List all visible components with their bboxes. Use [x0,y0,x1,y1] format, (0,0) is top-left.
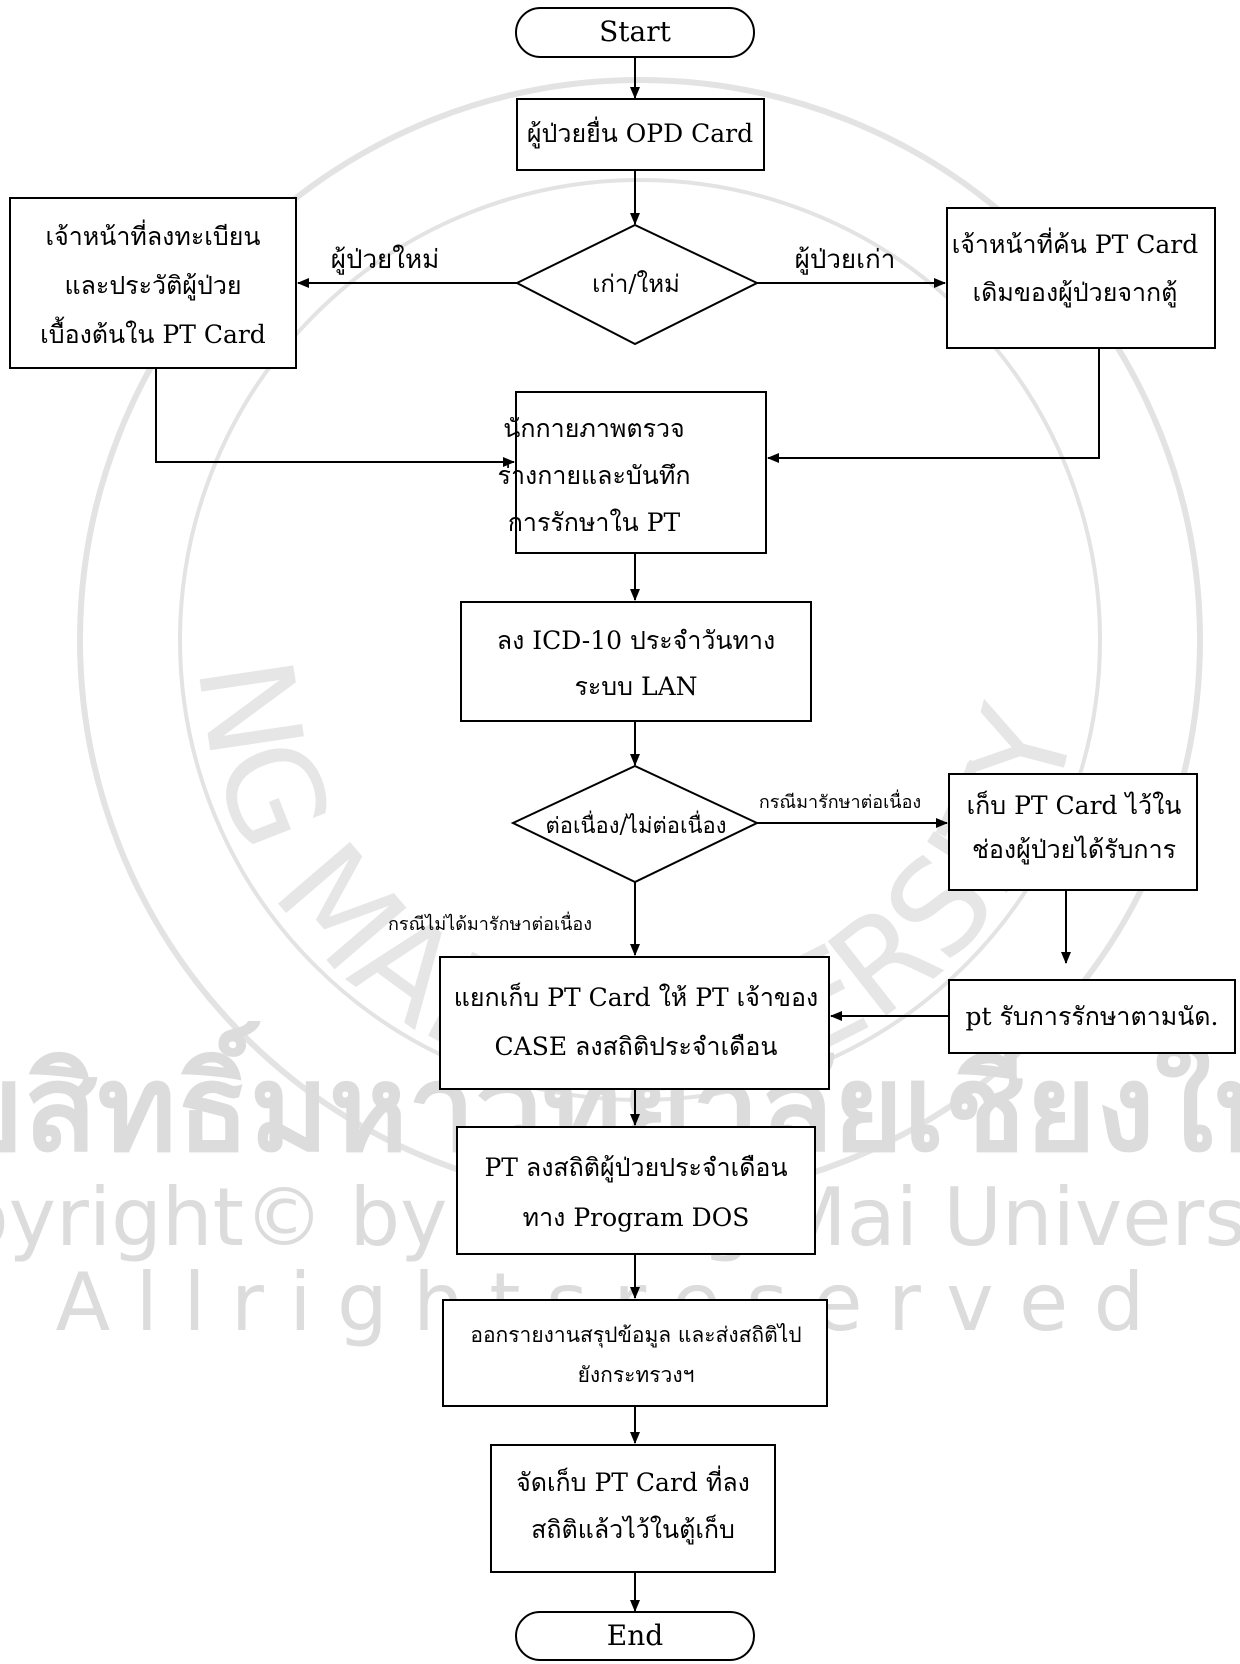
text-store-line-1: จัดเก็บ PT Card ที่ลง [516,1465,750,1497]
text-separate: แยกเก็บ PT Card ให้ PT เจ้าของ CASE ลงสถิ… [454,982,818,1061]
text-register-new-line-1: เจ้าหน้าที่ลงทะเบียน [46,219,261,251]
process-search-old [946,207,1216,349]
process-examine [515,391,767,554]
start-terminal [515,7,755,58]
text-register-new: เจ้าหน้าที่ลงทะเบียนและประวัติผู้ป่วยเบื… [40,219,266,349]
label-continuing: กรณีมารักษาต่อเนื่อง [759,789,921,813]
process-keep-card [948,773,1198,891]
end-label: End [607,1619,663,1652]
text-keep-card: เก็บ PT Card ไว้ในช่องผู้ป่วยได้รับการ [967,790,1182,865]
text-store-line-2: สถิติแล้วไว้ในตู้เก็บ [531,1514,735,1545]
decision-continue [510,764,760,884]
text-report: ออกรายงานสรุปข้อมูล และส่งสถิติไปยังกระท… [470,1323,801,1387]
text-separate-line-1: แยกเก็บ PT Card ให้ PT เจ้าของ [454,982,818,1012]
process-appointment [948,979,1236,1054]
text-monthly-stats-line-1: PT ลงสถิติผู้ป่วยประจำเดือน [484,1153,787,1183]
text-decision-old-new: เก่า/ใหม่ [592,270,680,298]
process-report [442,1299,828,1407]
text-icd10: ลง ICD-10 ประจำวันทางระบบ LAN [497,626,775,701]
text-icd10-line-1: ลง ICD-10 ประจำวันทาง [497,626,775,655]
text-separate-line-2: CASE ลงสถิติประจำเดือน [495,1032,778,1061]
text-store: จัดเก็บ PT Card ที่ลงสถิติแล้วไว้ในตู้เก… [516,1465,750,1545]
text-keep-card-line-1: เก็บ PT Card ไว้ใน [967,790,1182,820]
text-opd-card: ผู้ป่วยยื่น OPD Card [527,116,753,149]
text-report-line-1: ออกรายงานสรุปข้อมูล และส่งสถิติไป [470,1323,801,1348]
process-register-new [9,197,297,369]
text-monthly-stats-line-2: ทาง Program DOS [523,1203,750,1232]
text-appointment-line-1: pt รับการรักษาตามนัด. [965,1002,1218,1031]
text-keep-card-line-2: ช่องผู้ป่วยได้รับการ [972,835,1176,865]
process-separate [439,956,830,1090]
text-examine-line-1: นักกายภาพตรวจ [503,414,684,443]
label-new-patient: ผู้ป่วยใหม่ [331,245,440,275]
process-monthly-stats [456,1126,816,1255]
text-report-line-2: ยังกระทรวงฯ [578,1363,695,1387]
text-search-old-line-1: เจ้าหน้าที่ค้น PT Card [952,227,1199,259]
decision-old-new [514,223,760,346]
text-decision-continue-line-1: ต่อเนื่อง/ไม่ต่อเนื่อง [545,810,726,839]
text-monthly-stats: PT ลงสถิติผู้ป่วยประจำเดือนทาง Program D… [484,1153,787,1232]
label-old-patient: ผู้ป่วยเก่า [795,245,896,275]
label-not-continuing: กรณีไม่ได้มารักษาต่อเนื่อง [388,911,592,935]
start-label: Start [599,15,672,48]
text-examine: นักกายภาพตรวจร่างกายและบันทึกการรักษาใน … [498,414,691,537]
edge-new-examine [155,368,515,467]
process-store [490,1444,776,1573]
text-icd10-line-2: ระบบ LAN [574,672,697,701]
text-examine-line-3: การรักษาใน PT [508,508,681,537]
text-register-new-line-2: และประวัติผู้ป่วย [64,271,241,301]
text-examine-line-2: ร่างกายและบันทึก [498,461,691,490]
text-register-new-line-3: เบื้องต้นใน PT Card [40,316,266,349]
seal-inner-ring [178,178,1102,1102]
edge-old-examine [767,348,1100,463]
connectors [155,57,1100,1612]
end-terminal [515,1611,755,1661]
text-decision-old-new-line-1: เก่า/ใหม่ [592,270,680,298]
process-opd-card [516,98,765,171]
text-opd-card-line-1: ผู้ป่วยยื่น OPD Card [527,116,753,149]
text-appointment: pt รับการรักษาตามนัด. [965,1002,1218,1031]
text-decision-continue: ต่อเนื่อง/ไม่ต่อเนื่อง [545,810,726,839]
edge-labels: ผู้ป่วยใหม่ ผู้ป่วยเก่า กรณีมารักษาต่อเน… [331,245,921,935]
text-search-old-line-2: เดิมของผู้ป่วยจากตู้ [973,278,1178,308]
nodes: Start ผู้ป่วยยื่น OPD Card เก่า/ใหม่ เจ้… [9,7,1236,1661]
process-icd10 [460,601,812,722]
text-search-old: เจ้าหน้าที่ค้น PT Card เดิมของผู้ป่วยจากต… [952,227,1199,308]
